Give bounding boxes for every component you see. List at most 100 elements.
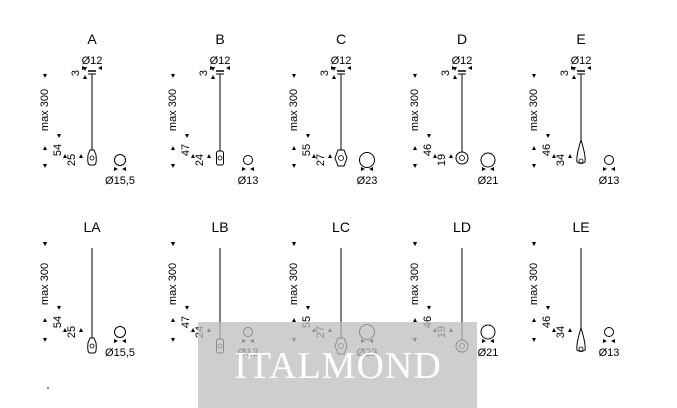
shade-height-label: 34 (555, 326, 567, 338)
shade-height-arrow (191, 328, 195, 332)
body-height-arrow (292, 164, 296, 168)
shade-plan-view (480, 152, 496, 168)
canopy-height-arrow (332, 75, 336, 79)
shade-height-label: 25 (66, 326, 78, 338)
lamp-shade (455, 151, 469, 165)
max-length-label: max 300 (528, 263, 540, 305)
shade-dia-arrow-left (361, 167, 365, 171)
max-length-arrow (171, 74, 175, 78)
canopy-diameter-label: Ø12 (331, 55, 352, 67)
canopy-height-arrow (211, 75, 215, 79)
bulb-mark (89, 155, 95, 161)
max-length-label: max 300 (409, 89, 421, 131)
max-length-arrow (292, 242, 296, 246)
shade-dia-arrow-left (603, 167, 607, 171)
canopy-dia-arrow-right (226, 66, 230, 70)
shade-dia-arrow-left (114, 167, 118, 171)
body-height-arrow (43, 318, 47, 322)
model-label: LA (83, 219, 101, 235)
body-height-arrow (532, 164, 536, 168)
watermark-panel (198, 322, 477, 408)
overall-shade-height-label: 47 (180, 316, 192, 328)
canopy-height-label: 3 (198, 70, 210, 76)
max-length-arrow (171, 242, 175, 246)
body-height-arrow (532, 146, 536, 150)
shade-height-label: 24 (194, 154, 206, 166)
max-length-arrow (532, 74, 536, 78)
shade-diameter-label: Ø13 (599, 175, 620, 187)
canopy-height-arrow (211, 67, 215, 71)
canopy-diameter-label: Ø12 (82, 55, 103, 67)
shade-height-label: 25 (66, 154, 78, 166)
shade-dia-arrow-right (490, 339, 494, 343)
canopy-height-arrow (572, 75, 576, 79)
shade-diameter-label: Ø23 (357, 175, 378, 187)
body-height-arrow (292, 318, 296, 322)
bulb-mark (89, 343, 95, 349)
shade-diameter-label: Ø13 (599, 347, 620, 359)
shade-height-arrow (207, 154, 211, 158)
canopy-dia-arrow-right (468, 66, 472, 70)
body-height-arrow (306, 306, 310, 310)
body-height-arrow (171, 164, 175, 168)
model-label: LC (332, 219, 350, 235)
bulb-mark (578, 346, 584, 352)
max-length-arrow (532, 242, 536, 246)
lamp-shade (87, 149, 97, 166)
max-length-label: max 300 (288, 89, 300, 131)
max-length-arrow (43, 74, 47, 78)
canopy-height-label: 3 (70, 70, 82, 76)
body-height-arrow (171, 338, 175, 342)
body-height-arrow (427, 306, 431, 310)
canopy-height-arrow (572, 67, 576, 71)
body-height-arrow (43, 338, 47, 342)
model-label: LD (453, 219, 471, 235)
canopy-height-label: 3 (559, 70, 571, 76)
shade-height-arrow (79, 154, 83, 158)
model-label: A (87, 31, 97, 47)
shade-dia-arrow-left (482, 167, 486, 171)
max-length-label: max 300 (39, 263, 51, 305)
overall-shade-height-label: 46 (541, 144, 553, 156)
shade-height-arrow (191, 154, 195, 158)
model-label: LE (572, 219, 589, 235)
max-length-label: max 300 (167, 89, 179, 131)
shade-dia-arrow-left (482, 339, 486, 343)
body-height-arrow (57, 134, 61, 138)
lamp-shade (87, 337, 97, 354)
shade-height-label: 27 (315, 154, 327, 166)
max-length-label: max 300 (528, 89, 540, 131)
overall-shade-height-label: 47 (180, 144, 192, 156)
body-height-arrow (413, 146, 417, 150)
overall-shade-height-label: 46 (422, 144, 434, 156)
artifact-dot (47, 387, 49, 389)
shade-plan-view (604, 327, 614, 337)
shade-height-arrow (63, 154, 67, 158)
canopy-height-arrow (83, 75, 87, 79)
model-label: LB (211, 219, 228, 235)
body-height-arrow (546, 306, 550, 310)
shade-plan-view (480, 324, 496, 340)
shade-height-arrow (568, 154, 572, 158)
shade-height-arrow (63, 328, 67, 332)
shade-dia-arrow-right (369, 167, 373, 171)
lamp-shade (576, 138, 586, 164)
canopy-height-arrow (453, 75, 457, 79)
model-label: B (215, 31, 224, 47)
body-height-arrow (427, 134, 431, 138)
shade-diameter-label: Ø21 (478, 175, 499, 187)
shade-dia-arrow-right (611, 167, 615, 171)
shade-height-arrow (79, 328, 83, 332)
canopy-height-label: 3 (440, 70, 452, 76)
canopy-height-arrow (453, 67, 457, 71)
body-height-arrow (57, 306, 61, 310)
canopy-dia-arrow-right (98, 66, 102, 70)
overall-shade-height-label: 54 (52, 316, 64, 328)
max-length-arrow (413, 74, 417, 78)
max-length-arrow (413, 242, 417, 246)
body-height-arrow (413, 164, 417, 168)
